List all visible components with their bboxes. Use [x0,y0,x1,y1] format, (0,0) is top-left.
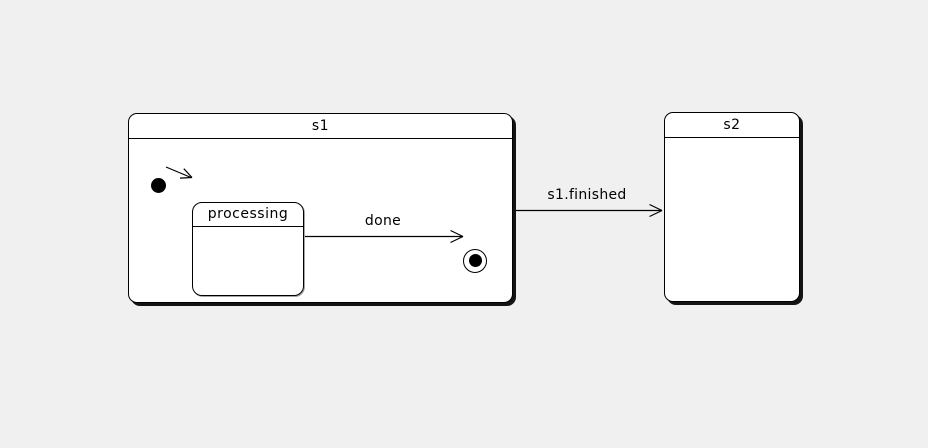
final-state-inner-dot [468,254,482,267]
state-s1-title: s1 [129,114,512,139]
s1-finished-transition-label[interactable]: s1.finished [547,187,627,203]
done-transition-label[interactable]: done [364,213,402,229]
state-s1[interactable]: s1 processing [128,113,513,303]
final-state-node[interactable] [463,248,487,273]
state-s1-body: processing [129,140,512,303]
state-processing[interactable]: processing [192,201,304,296]
state-processing-title: processing [193,203,303,227]
s1-finished-transition-edge[interactable] [516,203,663,218]
state-s2[interactable]: s2 [664,112,800,302]
state-s2-title: s2 [665,113,799,138]
state-processing-body [193,227,303,295]
initial-state-node[interactable] [151,177,166,193]
state-s2-body [665,139,799,302]
